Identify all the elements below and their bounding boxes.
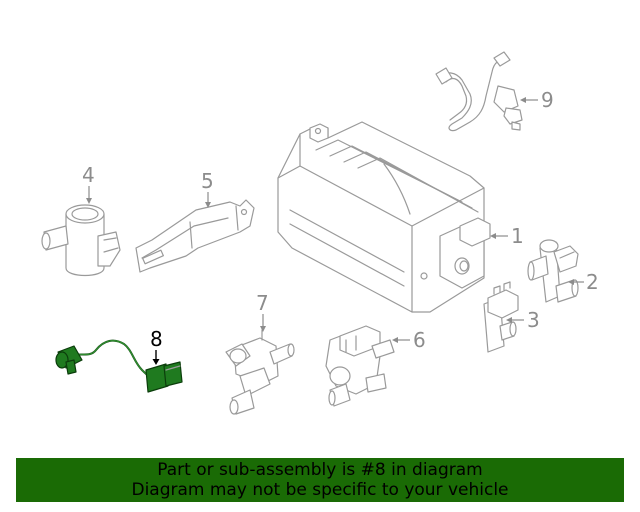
callout-label-7: 7 — [256, 291, 269, 315]
part-2-fitting — [527, 239, 579, 303]
arrow-3 — [506, 317, 512, 323]
callout-label-4: 4 — [82, 163, 95, 187]
arrow-6 — [392, 337, 398, 343]
callout-6: 6 — [392, 328, 426, 352]
callout-label-9: 9 — [541, 88, 554, 112]
callout-3: 3 — [506, 308, 540, 332]
callout-label-8: 8 — [150, 327, 163, 351]
banner-line-1: Part or sub-assembly is #8 in diagram — [157, 460, 483, 480]
callout-label-3: 3 — [527, 308, 540, 332]
arrow-8 — [152, 359, 160, 365]
callout-8: 8 — [150, 327, 163, 365]
part-9-oxygen-sensor — [435, 51, 523, 132]
arrow-5 — [205, 202, 211, 208]
callout-1: 1 — [490, 224, 524, 248]
part-5-bracket — [135, 199, 255, 273]
part-4-valve — [41, 204, 121, 277]
part-3-sensor — [483, 281, 519, 353]
callout-5: 5 — [201, 169, 214, 208]
highlight-banner: Part or sub-assembly is #8 in diagram Di… — [16, 458, 624, 502]
callout-label-1: 1 — [511, 224, 524, 248]
callout-9: 9 — [520, 88, 554, 112]
callout-2: 2 — [568, 270, 599, 294]
arrow-9 — [520, 97, 526, 103]
part-7-purge-valve — [225, 329, 295, 415]
callout-4: 4 — [82, 163, 95, 204]
arrow-4 — [86, 198, 92, 204]
arrow-7 — [260, 326, 266, 332]
part-1-canister — [277, 121, 491, 313]
arrow-2 — [568, 279, 574, 285]
callout-7: 7 — [256, 291, 269, 332]
callout-label-5: 5 — [201, 169, 214, 193]
callout-label-6: 6 — [413, 328, 426, 352]
banner-line-2: Diagram may not be specific to your vehi… — [131, 480, 509, 500]
callout-label-2: 2 — [586, 270, 599, 294]
part-8-sensor-highlighted — [55, 339, 183, 393]
arrow-1 — [490, 233, 496, 239]
part-6-valve — [325, 325, 395, 407]
